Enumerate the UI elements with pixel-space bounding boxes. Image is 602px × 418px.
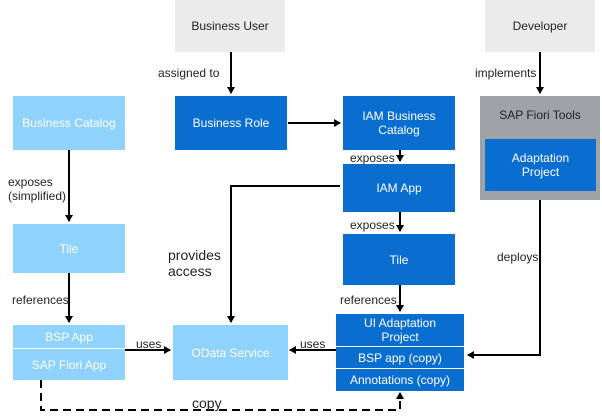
label-provides-access: provides access (168, 247, 221, 279)
label-uses-right: uses (300, 337, 326, 351)
label-exposes-1: exposes (350, 151, 395, 165)
annotations-copy-box: Annotations (copy) (336, 368, 464, 391)
iam-business-catalog-box: IAM Business Catalog (343, 96, 455, 150)
bsp-app-copy-box: BSP app (copy) (336, 346, 464, 368)
label-exposes-2: exposes (350, 218, 395, 232)
label-exposes-simplified: exposes (simplified) (8, 175, 67, 203)
bsp-app-box: BSP App (13, 325, 125, 348)
developer-box: Developer (485, 0, 595, 52)
edge-iam-app-to-odata (227, 185, 340, 323)
label-deploys: deploys (497, 250, 539, 264)
edge-adaptation-to-bsp-copy (467, 200, 541, 359)
edge-copy-dashed (40, 380, 404, 411)
label-references-left: references (12, 293, 69, 307)
business-user-box: Business User (175, 0, 285, 52)
label-uses-left: uses (136, 337, 162, 351)
business-role-box: Business Role (175, 96, 287, 150)
adaptation-project-box: Adaptation Project (485, 139, 596, 191)
odata-service-box: OData Service (173, 325, 288, 380)
label-implements: implements (475, 66, 537, 80)
tile-left-box: Tile (13, 224, 125, 273)
iam-app-box: IAM App (343, 164, 455, 212)
label-assigned-to: assigned to (158, 66, 220, 80)
label-copy: copy (192, 395, 222, 411)
label-references-right: references (340, 293, 397, 307)
sap-fiori-app-box: SAP Fiori App (13, 348, 125, 380)
tile-right-box: Tile (343, 234, 455, 285)
ui-adaptation-project-box: UI Adaptation Project (336, 314, 464, 346)
business-catalog-box: Business Catalog (13, 96, 125, 150)
